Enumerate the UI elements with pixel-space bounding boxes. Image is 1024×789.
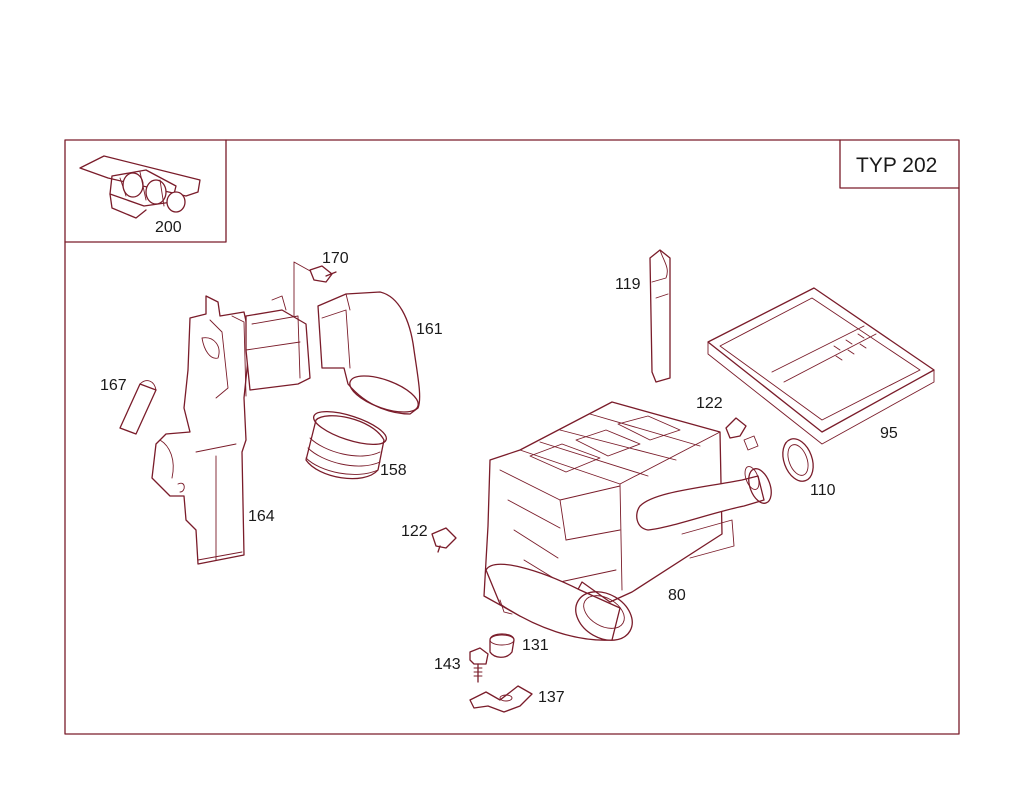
label-158: 158	[380, 462, 407, 479]
part-170-screw	[309, 265, 337, 283]
part-164-duct	[151, 295, 251, 565]
label-170: 170	[322, 250, 349, 267]
part-119-strap	[649, 249, 671, 383]
type-label: TYP 202	[856, 154, 937, 177]
label-122-lower: 122	[401, 523, 428, 540]
inset-part-label: 200	[155, 219, 182, 236]
label-164: 164	[248, 508, 275, 525]
type-box: TYP 202	[839, 139, 960, 189]
diagram-frame	[64, 139, 960, 735]
label-110: 110	[810, 482, 836, 499]
label-122-upper: 122	[696, 395, 723, 412]
part-95-filter	[707, 287, 935, 445]
inset-part-drawing	[79, 155, 201, 219]
inset-box: 200	[64, 139, 227, 243]
part-122-clip-upper	[725, 417, 759, 451]
label-131: 131	[522, 637, 549, 654]
label-95: 95	[880, 425, 898, 442]
label-143: 143	[434, 656, 461, 673]
part-122-clip-lower	[431, 527, 457, 553]
label-167: 167	[100, 377, 127, 394]
part-161-connector	[245, 261, 313, 391]
part-161-elbow	[317, 291, 421, 415]
label-80: 80	[668, 587, 686, 604]
part-137-bracket	[469, 685, 533, 713]
part-158-bellows	[305, 410, 387, 480]
part-143-bolt	[469, 647, 489, 683]
part-80-housing	[483, 401, 772, 641]
part-131-grommet	[489, 633, 515, 658]
label-119: 119	[615, 276, 641, 293]
label-161: 161	[416, 321, 443, 338]
label-137: 137	[538, 689, 565, 706]
part-167-clip	[119, 380, 157, 435]
part-110-gasket	[782, 438, 814, 482]
